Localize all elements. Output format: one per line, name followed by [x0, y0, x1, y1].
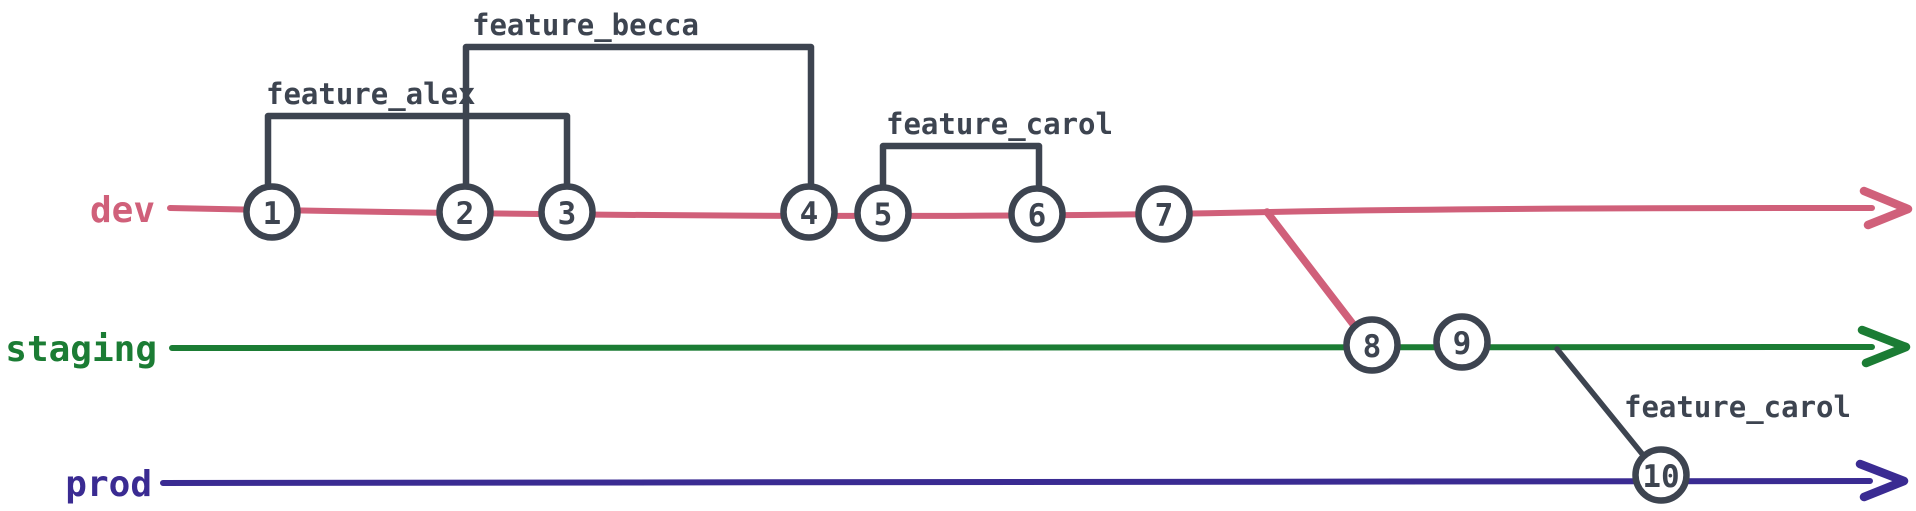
- feature-brackets: [264, 43, 1043, 191]
- commit-node-6: [1008, 185, 1066, 243]
- merge-line-staging-to-prod-stroke: [1554, 346, 1655, 469]
- commit-node-7: [1135, 185, 1193, 243]
- staging-arrowhead-icon: [1857, 325, 1911, 368]
- commit-label-5: 5: [874, 197, 893, 233]
- branch-label-staging: staging: [5, 329, 157, 370]
- staging-branch-line: [169, 344, 1875, 352]
- feature-labels: feature_alex feature_becca feature_carol…: [266, 8, 1851, 424]
- branch-label-dev: dev: [90, 190, 155, 231]
- commit-node-10: [1632, 446, 1690, 504]
- feature-label-carol: feature_carol: [886, 107, 1113, 141]
- commit-node-3: [538, 183, 596, 241]
- branch-label-prod: prod: [65, 464, 152, 505]
- commit-label-8: 8: [1363, 329, 1382, 365]
- prod-branch-line: [160, 478, 1873, 487]
- prod-arrowhead-icon: [1855, 459, 1909, 502]
- commit-label-4: 4: [800, 196, 819, 232]
- branch-labels: dev staging prod: [5, 190, 157, 505]
- commit-label-9: 9: [1453, 326, 1472, 362]
- feature-bracket-becca: [462, 43, 815, 190]
- commit-numbers: 1 2 3 4 5 6 7 8 9 10: [263, 196, 1680, 495]
- commit-label-3: 3: [558, 196, 577, 232]
- feature-label-alex: feature_alex: [266, 77, 476, 111]
- feature-label-becca: feature_becca: [472, 8, 699, 42]
- commit-node-8: [1343, 316, 1401, 374]
- commit-label-7: 7: [1155, 198, 1174, 234]
- commit-label-6: 6: [1028, 198, 1047, 234]
- commit-node-5: [854, 184, 912, 242]
- merge-line-dev-to-staging: [1263, 208, 1370, 345]
- commit-label-10: 10: [1642, 459, 1679, 495]
- feature-bracket-alex: [264, 112, 571, 190]
- commit-node-2: [436, 183, 494, 241]
- dev-arrowhead-icon: [1859, 186, 1913, 230]
- commit-nodes: [243, 183, 1690, 504]
- commit-node-9: [1433, 313, 1491, 371]
- merge-lines: [1263, 208, 1655, 469]
- commit-label-2: 2: [456, 196, 475, 232]
- commit-node-1: [243, 183, 301, 241]
- commit-label-1: 1: [263, 196, 282, 232]
- feature-label-carol-merge: feature_carol: [1624, 390, 1851, 424]
- commit-node-4: [780, 183, 838, 241]
- feature-bracket-carol: [879, 142, 1043, 191]
